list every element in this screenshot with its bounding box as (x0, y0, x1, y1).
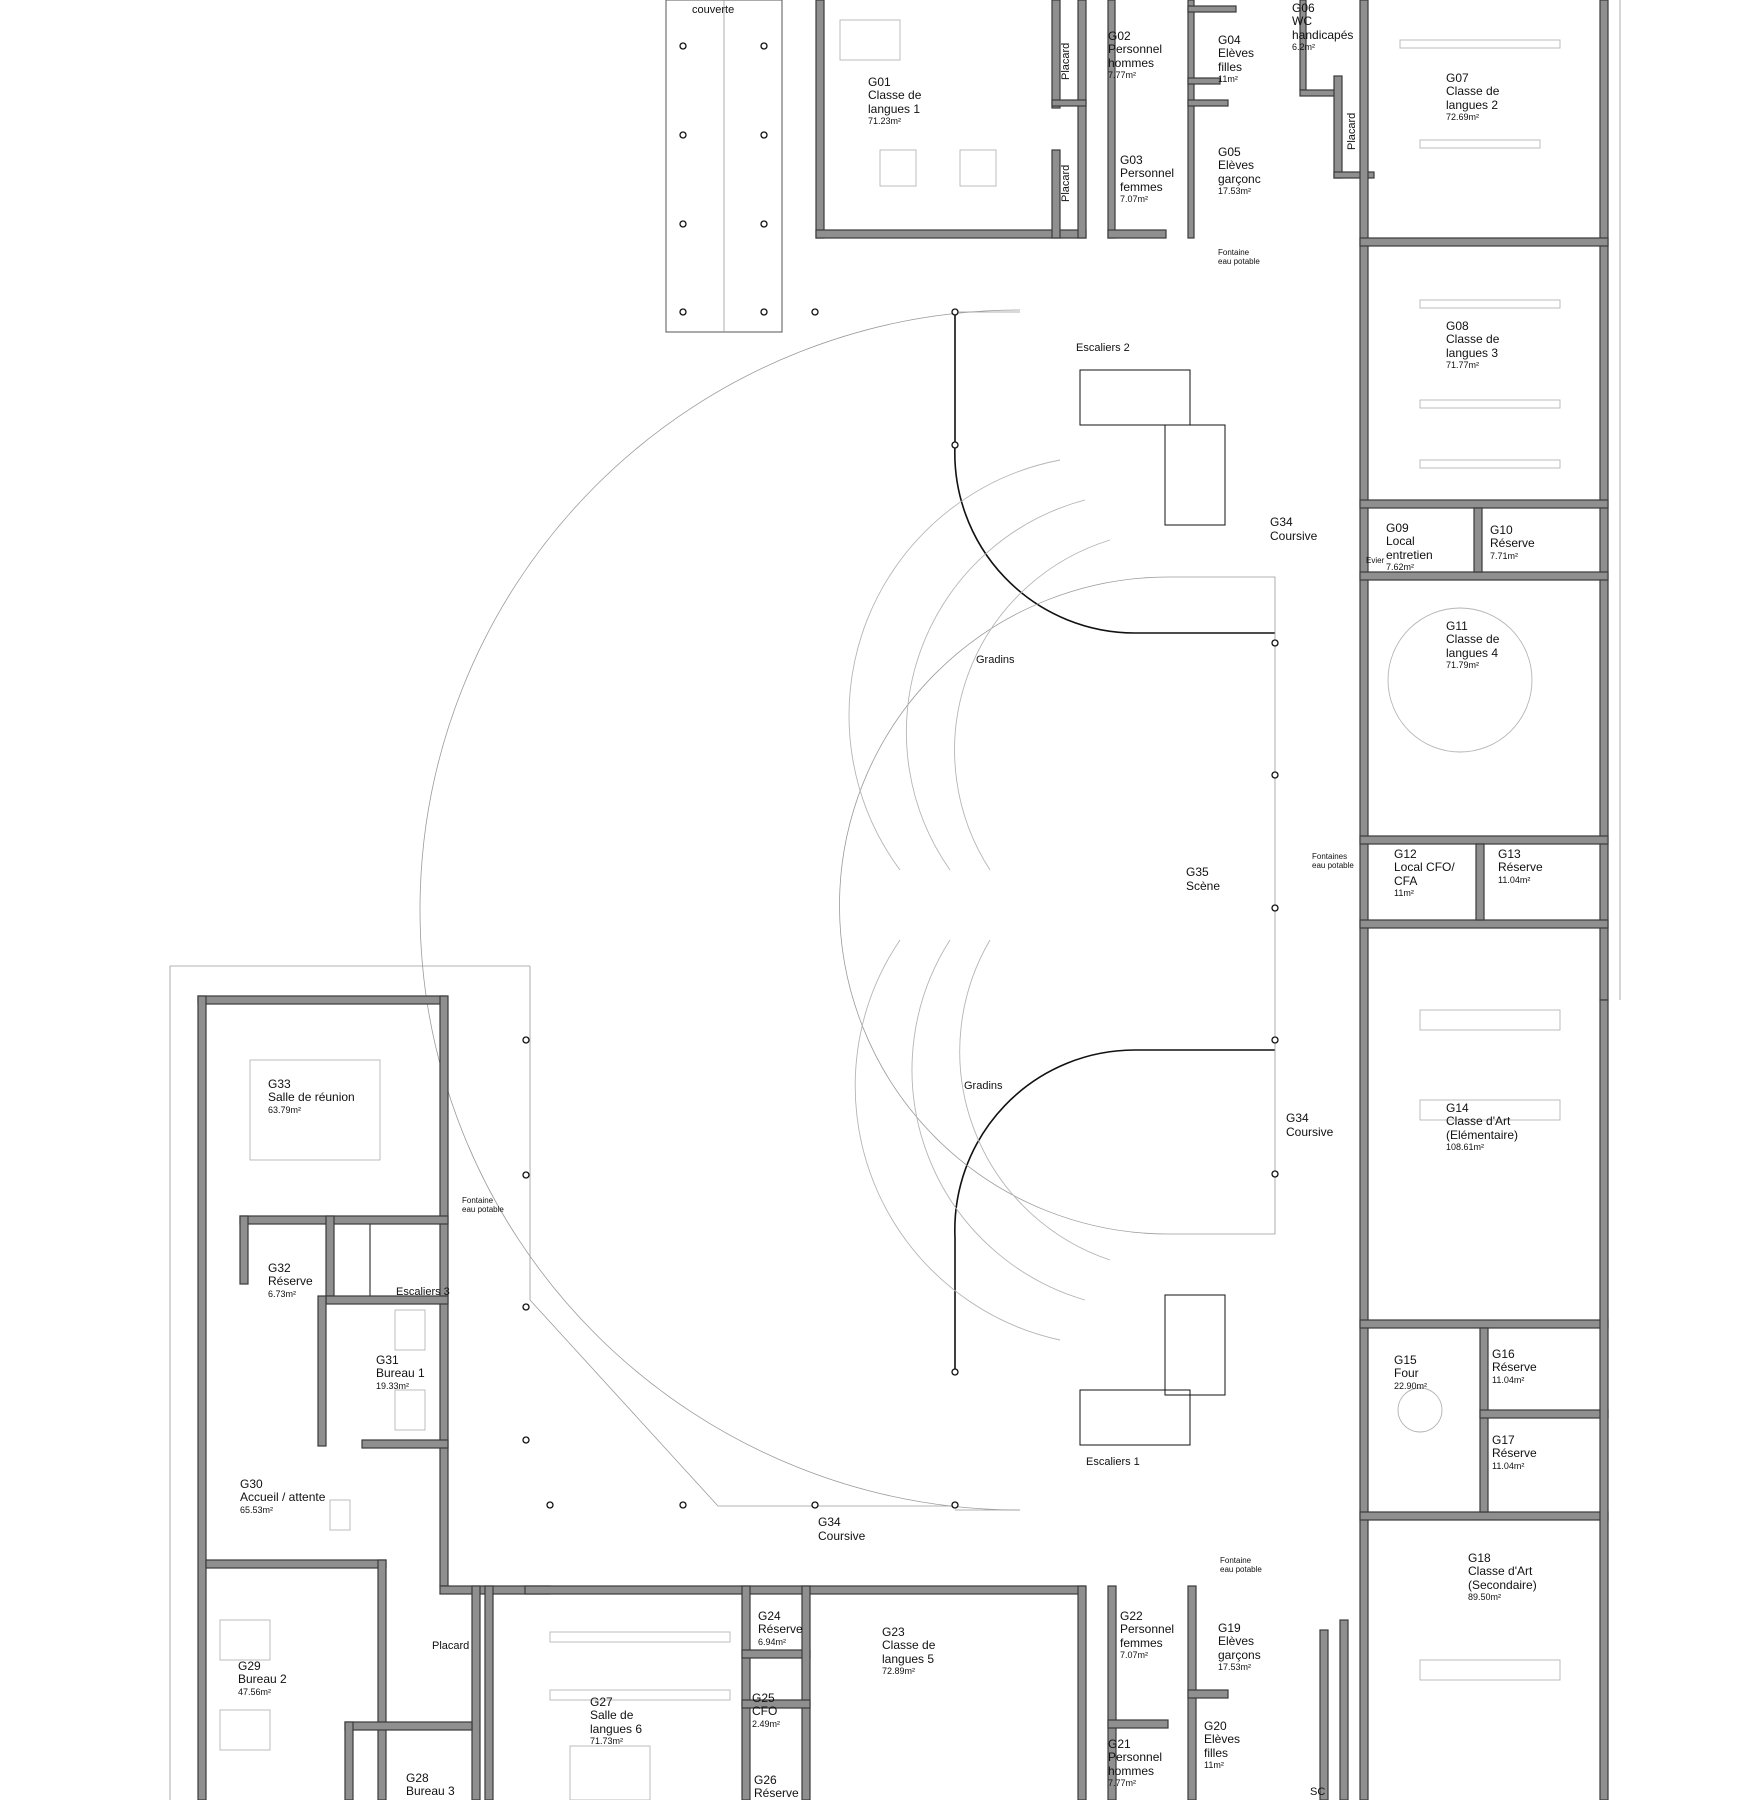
left-block-walls (169, 965, 955, 1800)
gradins-label-1: Gradins (976, 654, 1015, 666)
evier-label: Evier (1366, 556, 1385, 565)
columns (522, 42, 1279, 1509)
placard-label-1: Placard (1060, 42, 1072, 80)
asc-label: SC (1310, 1786, 1326, 1798)
auditorium (419, 309, 1276, 1511)
stairs-1-label: Escaliers 1 (1086, 1456, 1140, 1468)
stairs-2-label: Escaliers 2 (1076, 342, 1130, 354)
fountain-label-4: Fontaine eau potable (1220, 1556, 1262, 1575)
stairs-2 (1079, 369, 1226, 526)
placard-label-3: Placard (1346, 112, 1358, 150)
top-block-walls (815, 0, 1621, 1800)
stairs-3-label: Escaliers 3 (396, 1286, 450, 1298)
covered-walkway (665, 0, 783, 333)
bottom-block-furniture (219, 1059, 731, 1800)
bottom-block-walls (484, 1585, 1349, 1800)
fountain-label-1: Fontaine eau potable (1218, 248, 1260, 267)
placard-label-4: Placard (432, 1640, 470, 1652)
fountain-label-2: Fontaines eau potable (1312, 852, 1354, 871)
gradins-label-2: Gradins (964, 1080, 1003, 1092)
placard-label-2: Placard (1060, 164, 1072, 202)
stairs-1 (1079, 1294, 1226, 1446)
covered-area-label: couverte (692, 4, 735, 16)
fountain-label-3: Fontaine eau potable (462, 1196, 504, 1215)
top-block-furniture (839, 19, 1561, 1681)
